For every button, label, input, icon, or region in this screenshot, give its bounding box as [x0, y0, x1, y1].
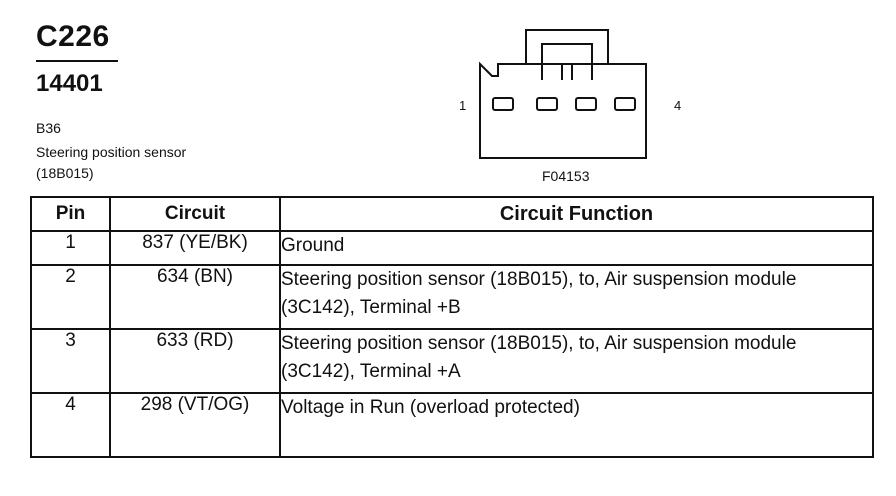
pinout-table: Pin Circuit Circuit Function 1 837 (YE/B…	[30, 196, 874, 458]
connector-face-diagram	[479, 29, 647, 159]
cell-function: Steering position sensor (18B015), to, A…	[279, 264, 874, 330]
connector-id: C226	[36, 20, 110, 53]
pin-label-first: 1	[459, 98, 467, 113]
cell-pin: 4	[30, 392, 111, 458]
cell-circuit: 634 (BN)	[109, 264, 281, 330]
table-row: 2 634 (BN) Steering position sensor (18B…	[30, 264, 874, 330]
table-header-row: Pin Circuit Circuit Function	[30, 196, 874, 232]
table-row: 4 298 (VT/OG) Voltage in Run (overload p…	[30, 392, 874, 458]
pin-label-last: 4	[674, 98, 682, 113]
connector-latch-tabs	[526, 63, 608, 80]
cell-pin: 1	[30, 230, 111, 266]
part-number: 14401	[36, 70, 103, 97]
table-row: 1 837 (YE/BK) Ground	[30, 230, 874, 266]
table-row: 3 633 (RD) Steering position sensor (18B…	[30, 328, 874, 394]
header-circuit: Circuit	[109, 196, 281, 232]
connector-latch-inner	[541, 43, 593, 80]
terminal-cavity-4	[614, 97, 636, 111]
cell-function: Ground	[279, 230, 874, 266]
figure-id: F04153	[542, 168, 590, 184]
component-description: Steering position sensor (18B015)	[36, 144, 187, 181]
connector-id-underline	[36, 60, 118, 62]
cell-circuit: 633 (RD)	[109, 328, 281, 394]
cell-function: Voltage in Run (overload protected)	[279, 392, 874, 458]
cell-function: Steering position sensor (18B015), to, A…	[279, 328, 874, 394]
terminal-cavity-3	[575, 97, 597, 111]
terminal-cavity-1	[492, 97, 514, 111]
cell-circuit: 298 (VT/OG)	[109, 392, 281, 458]
cell-pin: 3	[30, 328, 111, 394]
header-circuit-function: Circuit Function	[279, 196, 874, 232]
cell-circuit: 837 (YE/BK)	[109, 230, 281, 266]
connector-latch-outer	[525, 29, 609, 64]
header-pin: Pin	[30, 196, 111, 232]
connector-body	[479, 61, 647, 159]
component-code: B36	[36, 120, 61, 136]
terminal-cavity-2	[536, 97, 558, 111]
cell-pin: 2	[30, 264, 111, 330]
